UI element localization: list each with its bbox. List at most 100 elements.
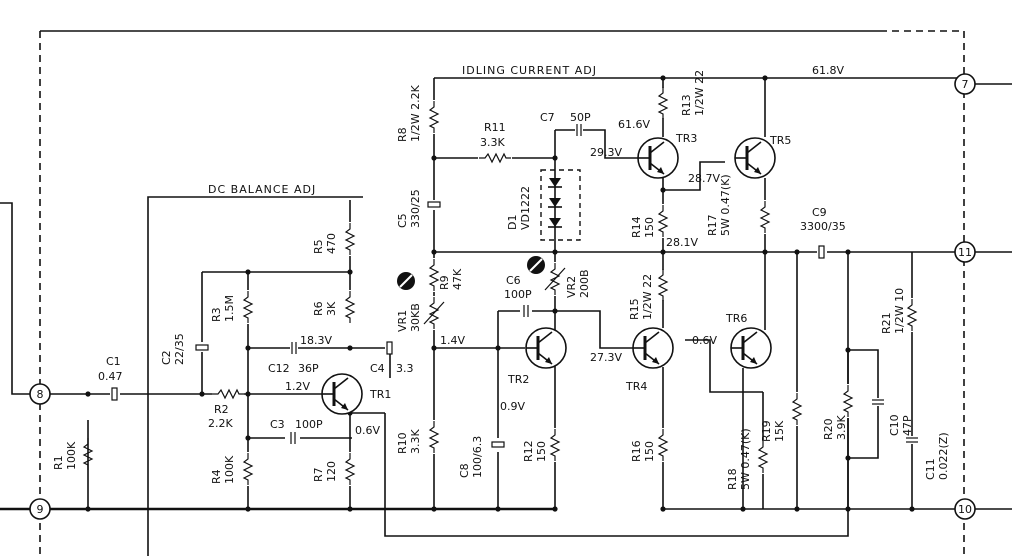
circuit-wires: [0, 30, 1012, 556]
voltage-label: 29.3V: [590, 146, 622, 159]
svg-text:R3: R3: [210, 307, 223, 322]
svg-text:R21: R21: [880, 312, 893, 334]
svg-text:1/2W 22: 1/2W 22: [641, 274, 654, 320]
r6-resistor: R6 3K: [312, 290, 356, 324]
dc-balance-label: DC BALANCE ADJ: [208, 183, 316, 196]
c6-capacitor: C6 100P: [504, 274, 532, 318]
r12-resistor: R12 150: [522, 428, 561, 462]
c5-capacitor: C5 330/25: [396, 189, 441, 228]
r8-resistor: R8 1/2W 2.2K: [396, 84, 440, 142]
svg-text:D1: D1: [506, 215, 519, 230]
voltage-label: 0.6V: [692, 334, 717, 347]
svg-text:R1: R1: [52, 455, 65, 470]
svg-text:3.3: 3.3: [396, 362, 414, 375]
voltage-label: 1.2V: [285, 380, 310, 393]
svg-text:R5: R5: [312, 239, 325, 254]
svg-text:C4: C4: [370, 362, 385, 375]
r21-resistor: R21 1/2W 10: [880, 288, 918, 334]
svg-text:100/6.3: 100/6.3: [471, 436, 484, 478]
vr2-trimmer: VR2 200B: [527, 256, 591, 298]
svg-text:R17: R17: [706, 214, 719, 236]
svg-text:1/2W 10: 1/2W 10: [893, 288, 906, 334]
r9-resistor: R9 47K: [428, 258, 464, 292]
svg-text:R11: R11: [484, 121, 506, 134]
svg-text:C5: C5: [396, 213, 409, 228]
svg-text:R2: R2: [214, 403, 229, 416]
svg-text:5W 0.47(K): 5W 0.47(K): [739, 428, 752, 490]
svg-text:50P: 50P: [570, 111, 591, 124]
terminal-11: 11: [954, 241, 976, 263]
svg-text:2.2K: 2.2K: [208, 417, 233, 430]
r19-resistor: R19 15K: [760, 392, 803, 442]
svg-text:VD1222: VD1222: [519, 186, 532, 230]
svg-text:120: 120: [325, 461, 338, 482]
svg-text:C7: C7: [540, 111, 555, 124]
r13-resistor: R13 1/2W 22: [657, 70, 706, 120]
svg-text:150: 150: [643, 217, 656, 238]
svg-text:R19: R19: [760, 420, 773, 442]
r10-resistor: R10 3.3K: [396, 420, 440, 454]
tr2-transistor: TR2: [507, 326, 568, 386]
c4-capacitor: C4 3.3: [370, 341, 414, 375]
svg-text:R15: R15: [628, 298, 641, 320]
svg-text:3.9K: 3.9K: [835, 415, 848, 440]
tr6-transistor: TR6: [725, 312, 773, 370]
svg-text:22/35: 22/35: [173, 333, 186, 365]
rail-voltage-label: 61.8V: [812, 64, 844, 77]
voltage-label: 61.6V: [618, 118, 650, 131]
r3-resistor: R3 1.5M: [210, 290, 254, 324]
r17-resistor: R17 5W 0.47(K): [706, 174, 771, 236]
svg-text:47K: 47K: [451, 268, 464, 290]
tr4-transistor: TR4: [625, 326, 675, 393]
r20-resistor: R20 3.9K: [822, 384, 854, 440]
svg-text:VR2: VR2: [565, 276, 578, 298]
r5-resistor: R5 470: [312, 222, 356, 256]
r11-resistor: R11 3.3K: [478, 121, 512, 164]
terminal-8-label: 8: [37, 388, 44, 401]
voltage-label: 28.1V: [666, 236, 698, 249]
svg-text:R18: R18: [726, 468, 739, 490]
svg-text:C1: C1: [106, 355, 121, 368]
voltage-label: 1.4V: [440, 334, 465, 347]
svg-text:100K: 100K: [65, 441, 78, 470]
svg-text:C10: C10: [888, 414, 901, 436]
svg-text:R9: R9: [438, 275, 451, 290]
svg-text:30KB: 30KB: [409, 303, 422, 332]
c9-capacitor: C9 3300/35: [800, 206, 846, 259]
svg-text:C3: C3: [270, 418, 285, 431]
r2-resistor: R2 2.2K: [208, 388, 245, 430]
tr3-transistor: TR3: [636, 132, 697, 180]
svg-text:C6: C6: [506, 274, 521, 287]
svg-text:R4: R4: [210, 469, 223, 484]
svg-text:36P: 36P: [298, 362, 319, 375]
svg-text:100P: 100P: [504, 288, 532, 301]
svg-text:TR5: TR5: [769, 134, 791, 147]
r7-resistor: R7 120: [312, 452, 356, 486]
terminal-9: 9: [29, 498, 51, 520]
svg-text:R7: R7: [312, 467, 325, 482]
svg-text:C8: C8: [458, 463, 471, 478]
svg-text:R16: R16: [630, 440, 643, 462]
svg-text:R12: R12: [522, 440, 535, 462]
svg-text:C11: C11: [924, 458, 937, 480]
terminal-8: 8: [29, 383, 51, 405]
svg-text:5W 0.47(K): 5W 0.47(K): [719, 174, 732, 236]
vr1-trimmer: VR1 30KB: [396, 272, 445, 332]
svg-text:R10: R10: [396, 432, 409, 454]
d1-diode-stack: D1 VD1222: [506, 169, 581, 241]
svg-text:3.3K: 3.3K: [480, 136, 505, 149]
c1-capacitor: C1 0.47: [98, 355, 123, 401]
c8-capacitor: C8 100/6.3: [458, 348, 505, 512]
svg-text:150: 150: [643, 441, 656, 462]
tr5-transistor: TR5: [733, 134, 791, 180]
svg-text:470: 470: [325, 233, 338, 254]
svg-text:1/2W 22: 1/2W 22: [693, 70, 706, 116]
c10-capacitor: C10 47P: [871, 398, 914, 436]
r14-resistor: R14 150: [630, 204, 669, 238]
svg-text:1.5M: 1.5M: [223, 295, 236, 322]
svg-text:C2: C2: [160, 350, 173, 365]
idling-current-label: IDLING CURRENT ADJ: [462, 64, 597, 77]
terminal-10-label: 10: [958, 503, 972, 516]
terminal-7-label: 7: [962, 78, 969, 91]
